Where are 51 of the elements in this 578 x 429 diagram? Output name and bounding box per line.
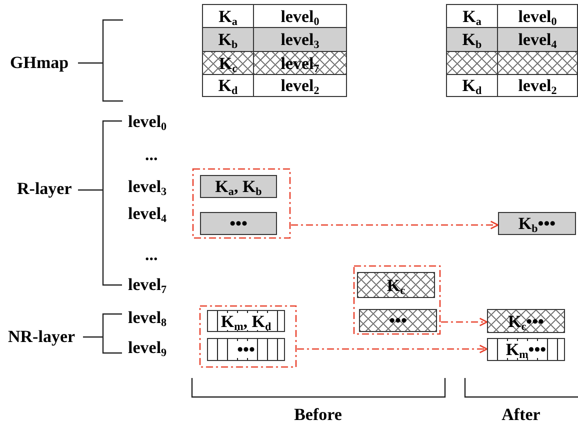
- table-cell: K$_{c}$: [202, 51, 254, 75]
- key-text: K$_{m}$•••: [504, 341, 548, 358]
- table-cell: level$_{0}$: [497, 4, 578, 28]
- key-text: K$_{c}$•••: [507, 312, 545, 330]
- table-cell: level$_{4}$: [497, 27, 578, 52]
- key-box: [207, 338, 285, 361]
- key-box: [207, 310, 285, 332]
- key-text: K$_{m}$, K$_{d}$: [220, 312, 272, 330]
- phase-label: Before: [294, 406, 342, 423]
- key-text: •••: [388, 312, 408, 329]
- level-label: ...: [145, 246, 158, 263]
- layer-label: GHmap: [10, 54, 69, 71]
- dashed-group-box: [199, 305, 297, 368]
- table-cell: K$_{d}$: [202, 74, 254, 97]
- key-text: K$_{a}$, K$_{b}$: [214, 178, 263, 195]
- level-label: level$_{4}$: [128, 205, 167, 222]
- level-label: level$_{9}$: [128, 339, 167, 356]
- key-text: K$_{c}$: [386, 276, 406, 294]
- arrow: [291, 220, 499, 230]
- key-box: [200, 212, 277, 235]
- key-box: [487, 309, 565, 333]
- table-cell: K$_{d}$: [446, 74, 498, 97]
- table-cell: K$_{a}$: [446, 4, 498, 28]
- key-box: [200, 175, 277, 198]
- key-text: •••: [236, 341, 256, 358]
- key-box: [357, 272, 435, 298]
- level-label: level$_{0}$: [128, 113, 167, 130]
- key-box: [359, 309, 437, 332]
- table-cell: K$_{b}$: [202, 27, 254, 52]
- level-label: level$_{7}$: [128, 276, 167, 293]
- table-cell: level$_{0}$: [253, 4, 347, 28]
- dashed-group-box: [192, 168, 291, 239]
- table-cell: K$_{b}$: [446, 27, 498, 52]
- level-label: level$_{8}$: [128, 309, 167, 326]
- table-cell: level$_{2}$: [253, 74, 347, 97]
- dashed-group-box: [353, 265, 441, 335]
- table-cell: level$_{7}$: [253, 51, 347, 75]
- phase-label: After: [502, 406, 540, 423]
- layer-label: R-layer: [17, 180, 72, 197]
- key-box: [487, 338, 565, 361]
- level-label: ...: [145, 146, 158, 163]
- table-cell: K$_{a}$: [202, 4, 254, 28]
- key-box: [498, 212, 576, 235]
- arrow: [297, 344, 488, 354]
- table-cell: level$_{2}$: [497, 74, 578, 97]
- key-text: K$_{b}$•••: [517, 215, 557, 232]
- key-text: •••: [228, 215, 248, 232]
- arrow: [441, 318, 488, 326]
- layer-label: NR-layer: [8, 328, 76, 345]
- level-label: level$_{3}$: [128, 178, 167, 195]
- table-cell: level$_{3}$: [253, 27, 347, 52]
